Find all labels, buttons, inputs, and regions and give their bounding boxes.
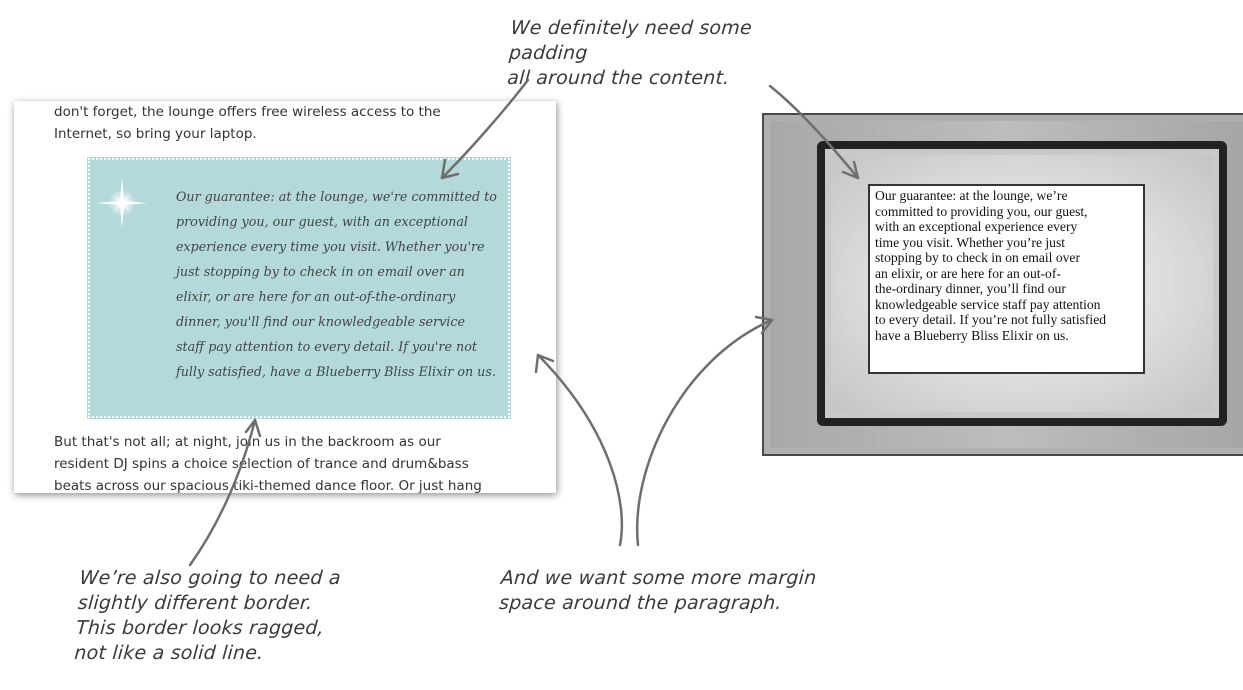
text-line: knowledgeable service staff pay attentio… bbox=[875, 296, 1101, 312]
annotation-line: space around the paragraph. bbox=[498, 592, 783, 614]
annotation-line: And we want some more margin bbox=[500, 567, 818, 589]
guarantee-box: Our guarantee: at the lounge, we're comm… bbox=[87, 157, 511, 419]
text-line: stopping by to check in on email over bbox=[875, 250, 1080, 265]
text-line: staff pay attention to every detail. If … bbox=[176, 339, 477, 354]
text-line: fully satisfied, have a Blueberry Bliss … bbox=[176, 364, 496, 379]
sparkle-icon bbox=[96, 177, 148, 229]
webpage-screenshot: don't forget, the lounge offers free wir… bbox=[14, 101, 556, 493]
text-line: time you visit. Whether you’re just bbox=[875, 234, 1066, 250]
box-model-sketch: Our guarantee: at the lounge, we’re comm… bbox=[762, 113, 1243, 456]
text-line: resident DJ spins a choice selection of … bbox=[54, 456, 469, 472]
text-line: Internet, so bring your laptop. bbox=[54, 126, 257, 142]
margin-annotation: And we want some more margin space aroun… bbox=[498, 566, 831, 616]
text-line: dinner, you'll find our knowledgeable se… bbox=[176, 314, 465, 329]
text-line: committed to providing you, our guest, bbox=[875, 203, 1088, 219]
text-line: beats across our spacious tiki-themed da… bbox=[54, 478, 482, 493]
arrow-to-sketch-margin bbox=[635, 318, 774, 547]
text-line: have a Blueberry Bliss Elixir on us. bbox=[875, 327, 1069, 343]
annotation-line: slightly different border. bbox=[77, 592, 314, 614]
text-line: elixir, or are here for an out-of-the-or… bbox=[176, 289, 456, 304]
annotation-line: not like a solid line. bbox=[73, 642, 265, 664]
text-line: don't forget, the lounge offers free wir… bbox=[54, 104, 441, 120]
text-line: just stopping by to check in on email ov… bbox=[176, 264, 465, 279]
annotation-line: We’re also going to need a bbox=[78, 567, 342, 589]
sketch-content-box: Our guarantee: at the lounge, we’re comm… bbox=[868, 184, 1145, 374]
intro-paragraph: don't forget, the lounge offers free wir… bbox=[54, 101, 441, 145]
after-paragraph: But that's not all; at night, join us in… bbox=[54, 431, 482, 493]
text-line: with an exceptional experience every bbox=[875, 219, 1078, 234]
text-line: experience every time you visit. Whether… bbox=[176, 239, 485, 254]
text-line: But that's not all; at night, join us in… bbox=[54, 434, 441, 450]
text-line: Our guarantee: at the lounge, we're comm… bbox=[176, 189, 497, 204]
text-line: Our guarantee: at the lounge, we’re bbox=[875, 188, 1068, 203]
annotation-line: all around the content. bbox=[506, 67, 731, 89]
annotation-line: We definitely need some padding bbox=[508, 17, 753, 64]
annotation-line: This border looks ragged, bbox=[75, 617, 325, 639]
guarantee-paragraph: Our guarantee: at the lounge, we're comm… bbox=[176, 184, 497, 384]
text-line: the-ordinary dinner, you’ll find our bbox=[875, 281, 1066, 296]
border-annotation: We’re also going to need a slightly diff… bbox=[74, 566, 361, 666]
text-line: to every detail. If you’re not fully sat… bbox=[875, 312, 1107, 327]
padding-annotation: We definitely need some padding all arou… bbox=[506, 16, 811, 91]
text-line: providing you, our guest, with an except… bbox=[176, 214, 468, 229]
sketch-content-text: Our guarantee: at the lounge, we’re comm… bbox=[875, 188, 1106, 343]
text-line: an elixir, or are here for an out-of- bbox=[875, 265, 1061, 281]
